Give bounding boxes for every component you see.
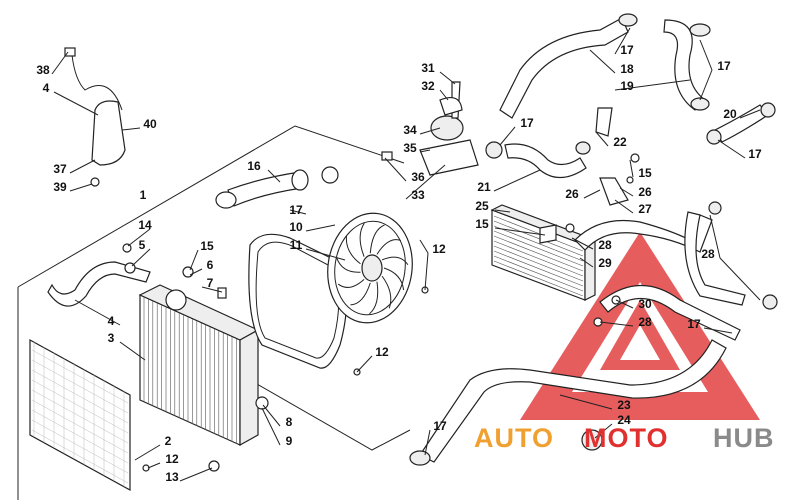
callout-c-7: 7 — [207, 276, 214, 290]
callout-c-17d: 17 — [717, 59, 731, 73]
callout-c-10: 10 — [289, 220, 303, 234]
callout-c-26b: 26 — [565, 187, 579, 201]
callout-c-6: 6 — [207, 258, 214, 272]
callout-c-1: 1 — [140, 188, 147, 202]
bracket-27 — [599, 153, 640, 206]
temp-sensor — [595, 107, 613, 137]
watermark-moto: MOTO — [584, 423, 669, 453]
callout-c-15c: 15 — [638, 166, 652, 180]
callout-c-27: 27 — [638, 202, 652, 216]
radiator-screen — [29, 338, 131, 492]
hose-16 — [215, 166, 339, 209]
callout-c-25: 25 — [475, 199, 489, 213]
callout-c-28a: 28 — [598, 238, 612, 252]
callout-c-17f: 17 — [687, 317, 701, 331]
callout-c-34: 34 — [403, 123, 417, 137]
callout-c-28b: 28 — [701, 247, 715, 261]
callout-c-15b: 15 — [475, 217, 489, 231]
hose-28 — [574, 201, 778, 310]
hose-21 — [485, 141, 591, 179]
thermostat-housing — [381, 81, 479, 176]
callout-c-4b: 4 — [108, 314, 115, 328]
hose-19 — [663, 19, 711, 111]
callout-c-40: 40 — [143, 117, 157, 131]
callout-c-17a: 17 — [289, 203, 303, 217]
oil-cooler — [490, 204, 597, 301]
coolant-reservoir — [64, 47, 126, 187]
callout-c-17c: 17 — [620, 43, 634, 57]
callout-c-32: 32 — [421, 79, 435, 93]
cooling-fan — [327, 212, 413, 324]
callout-c-22: 22 — [613, 135, 627, 149]
callout-c-3: 3 — [108, 331, 115, 345]
watermark-text: AUTO MOTO HUB — [474, 423, 775, 453]
hose-4 — [47, 261, 151, 307]
callout-c-24: 24 — [617, 413, 631, 427]
hose-20 — [706, 102, 776, 145]
callout-c-31: 31 — [421, 61, 435, 75]
leader-lines — [51, 27, 761, 482]
callout-c-8: 8 — [286, 415, 293, 429]
callout-c-36: 36 — [411, 170, 425, 184]
radiator — [138, 284, 260, 447]
callout-c-20: 20 — [723, 107, 737, 121]
callout-c-17e: 17 — [748, 147, 762, 161]
callout-c-5: 5 — [139, 238, 146, 252]
callout-c-21: 21 — [477, 180, 491, 194]
callout-c-17b: 17 — [520, 116, 534, 130]
assembly-outline — [17, 125, 411, 500]
callout-c-13: 13 — [165, 470, 179, 484]
callout-c-15a: 15 — [200, 239, 214, 253]
hose-18 — [499, 13, 638, 119]
watermark-auto: AUTO — [474, 423, 554, 453]
callout-c-16: 16 — [247, 159, 261, 173]
callout-c-28c: 28 — [638, 315, 652, 329]
callout-c-35: 35 — [403, 141, 417, 155]
fan-shroud — [248, 233, 347, 369]
callout-c-19: 19 — [620, 79, 634, 93]
callout-c-11: 11 — [290, 238, 303, 252]
callout-c-39: 39 — [53, 180, 67, 194]
callout-c-2: 2 — [165, 434, 172, 448]
watermark-hub: HUB — [713, 423, 775, 453]
callout-c-12a: 12 — [165, 452, 179, 466]
callout-c-37: 37 — [53, 162, 67, 176]
hose-30 — [599, 284, 741, 341]
callout-c-17g: 17 — [433, 419, 447, 433]
callout-c-12c: 12 — [375, 345, 389, 359]
callout-c-26a: 26 — [638, 185, 652, 199]
callout-c-9: 9 — [286, 434, 293, 448]
callout-c-18: 18 — [620, 62, 634, 76]
callout-c-23: 23 — [617, 398, 631, 412]
callout-c-38: 38 — [36, 63, 50, 77]
callout-c-29: 29 — [598, 256, 612, 270]
callout-c-4a: 4 — [43, 81, 50, 95]
callout-c-14: 14 — [138, 218, 152, 232]
callout-c-33: 33 — [411, 188, 425, 202]
callout-c-12b: 12 — [432, 242, 446, 256]
callout-c-30: 30 — [638, 297, 652, 311]
